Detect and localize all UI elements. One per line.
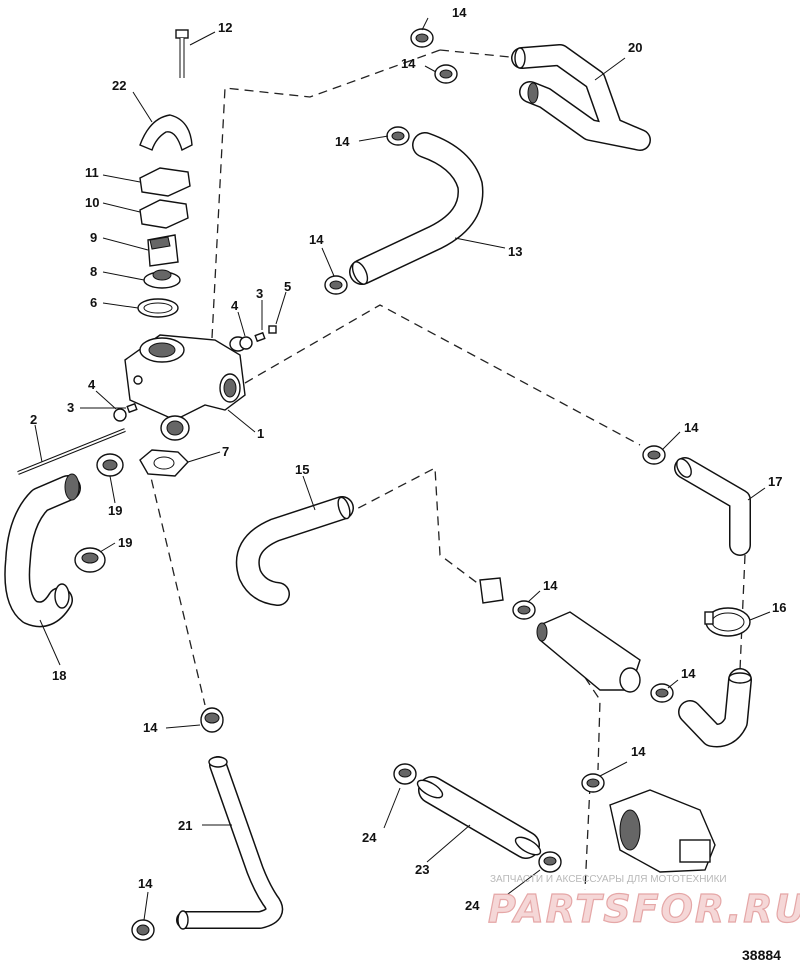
hose-23 xyxy=(416,776,542,859)
hose-21 xyxy=(176,756,284,930)
hose-18 xyxy=(4,473,81,628)
hose-15 xyxy=(235,496,354,606)
callout-14-hose21: 14 xyxy=(143,720,158,735)
callout-2: 2 xyxy=(30,412,37,427)
callout-7: 7 xyxy=(222,444,229,459)
assembly-dashed-lines xyxy=(147,49,746,891)
callout-14-center: 14 xyxy=(543,578,558,593)
callout-13: 13 xyxy=(508,244,522,259)
callout-14-right: 14 xyxy=(681,666,696,681)
callout-11: 11 xyxy=(85,165,99,180)
callout-21: 21 xyxy=(178,818,192,833)
callout-14-top: 14 xyxy=(452,5,467,20)
hose-20 xyxy=(511,44,651,151)
callout-9: 9 xyxy=(90,230,97,245)
watermark-brand: PARTSFOR.RU xyxy=(488,887,800,931)
callout-15: 15 xyxy=(295,462,309,477)
hose-clamps xyxy=(74,28,674,941)
callout-20: 20 xyxy=(628,40,642,55)
heat-exchanger-fitting xyxy=(479,577,641,693)
callout-1: 1 xyxy=(257,426,264,441)
callout-24-upper: 24 xyxy=(362,830,377,845)
callout-numbers: 12 22 11 10 9 8 6 4 3 5 4 3 2 1 7 19 19 … xyxy=(30,5,786,913)
callout-4-upper: 4 xyxy=(231,298,239,313)
thermostat-stack xyxy=(137,29,193,318)
callout-23: 23 xyxy=(415,862,429,877)
callout-22: 22 xyxy=(112,78,126,93)
watermark-subtitle: ЗАПЧАСТИ И АКСЕССУАРЫ ДЛЯ МОТОТЕХНИКИ xyxy=(490,874,727,885)
callout-4-lower: 4 xyxy=(88,377,96,392)
callout-3-lower: 3 xyxy=(67,400,74,415)
callout-14-hose17: 14 xyxy=(684,420,699,435)
hose-right-lower xyxy=(678,668,752,748)
water-housing-1 xyxy=(124,334,247,441)
callout-18: 18 xyxy=(52,668,66,683)
watermark: ЗАПЧАСТИ И АКСЕССУАРЫ ДЛЯ МОТОТЕХНИКИ PA… xyxy=(487,874,800,932)
clamp-16 xyxy=(704,607,751,637)
callout-19-lower: 19 xyxy=(118,535,132,550)
callout-14-top2: 14 xyxy=(401,56,416,71)
callout-14-bottom: 14 xyxy=(138,876,153,891)
callout-10: 10 xyxy=(85,195,99,210)
callout-14-pump: 14 xyxy=(631,744,646,759)
leader-lines xyxy=(34,17,771,921)
callout-8: 8 xyxy=(90,264,97,279)
callout-5: 5 xyxy=(284,279,291,294)
callout-19-upper: 19 xyxy=(108,503,122,518)
pump-assembly xyxy=(609,789,716,873)
callout-6: 6 xyxy=(90,295,97,310)
callout-16: 16 xyxy=(772,600,786,615)
callout-12: 12 xyxy=(218,20,232,35)
callout-3-upper: 3 xyxy=(256,286,263,301)
figure-number: 38884 xyxy=(742,947,781,963)
callout-14-hose13: 14 xyxy=(335,134,350,149)
hose-17 xyxy=(674,457,751,556)
hose-13 xyxy=(349,132,484,285)
callout-17: 17 xyxy=(768,474,782,489)
callout-24-lower: 24 xyxy=(465,898,480,913)
callout-14-housing: 14 xyxy=(309,232,324,247)
